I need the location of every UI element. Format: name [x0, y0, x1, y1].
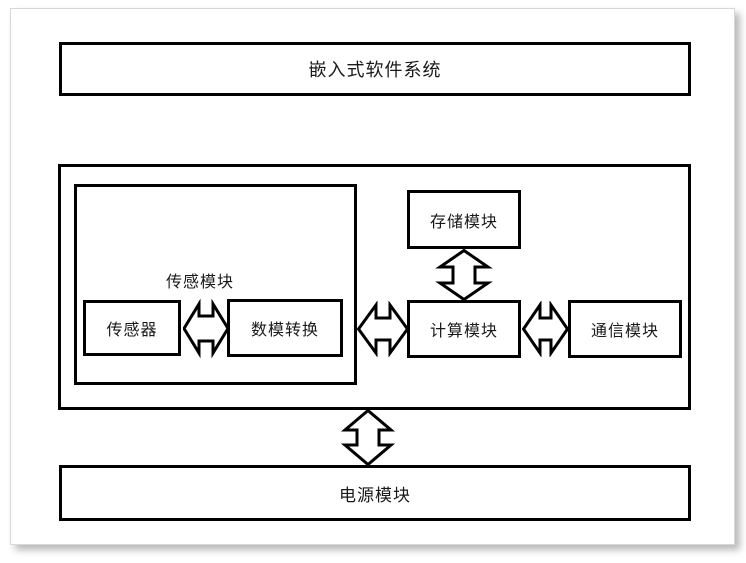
storage-module-box: 存储模块 [407, 190, 521, 249]
computing-to-communication-double-arrow-icon [522, 301, 569, 357]
computing-module-box: 计算模块 [407, 300, 521, 358]
sensor-to-adc-double-arrow-icon [183, 298, 229, 359]
sensor-box: 传感器 [83, 300, 181, 356]
computing-module-label: 计算模块 [429, 323, 498, 340]
embedded-software-system-box: 嵌入式软件系统 [59, 42, 691, 96]
adc-to-computing-double-arrow-icon [357, 301, 409, 357]
digital-analog-conversion-box: 数模转换 [227, 299, 343, 357]
hardware-to-power-double-arrow-icon [338, 409, 398, 466]
storage-to-computing-double-arrow-icon [434, 249, 494, 301]
digital-analog-conversion-label: 数模转换 [250, 322, 319, 339]
power-module-box: 电源模块 [59, 465, 691, 521]
storage-module-label: 存储模块 [429, 213, 498, 231]
page-frame: 嵌入式软件系统 传感模块 传感器 数模转换 存储模块 计算模块 通信模块 电源模… [10, 8, 735, 545]
communication-module-label: 通信模块 [590, 323, 659, 340]
sensing-module-label: 传感模块 [166, 274, 235, 291]
power-module-label: 电源模块 [339, 485, 411, 505]
embedded-software-system-label: 嵌入式软件系统 [308, 60, 442, 80]
sensor-label: 传感器 [106, 322, 158, 339]
communication-module-box: 通信模块 [568, 300, 682, 358]
